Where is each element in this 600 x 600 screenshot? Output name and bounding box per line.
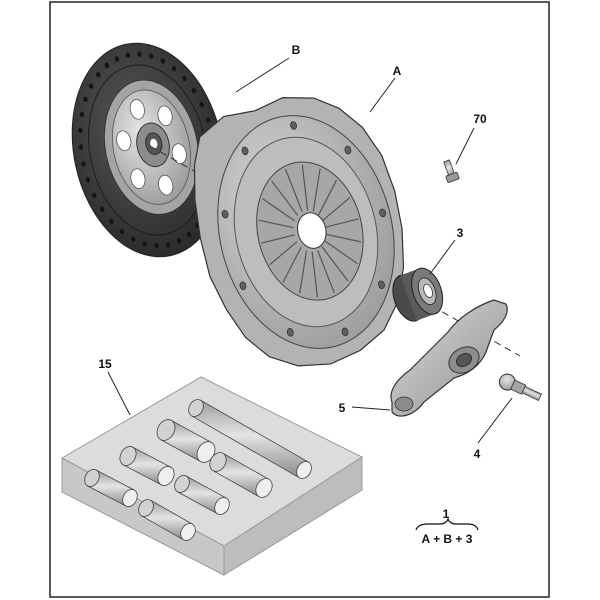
diaphragm-finger	[325, 218, 359, 228]
rivet-hole	[109, 218, 114, 225]
label-3: 3	[457, 226, 464, 240]
rivet-hole	[171, 65, 177, 72]
rivet-hole	[125, 52, 131, 58]
damper-window	[116, 130, 132, 152]
rivet-hole	[154, 243, 159, 249]
diaphragm-finger	[284, 168, 303, 212]
diaphragm-finger	[318, 179, 338, 216]
rivet-hole	[99, 206, 105, 213]
sleeve	[156, 419, 216, 463]
mounting-hole	[241, 146, 249, 156]
cover-mounting-holes	[221, 121, 387, 337]
label-5: 5	[339, 401, 346, 415]
mounting-hole	[379, 208, 387, 218]
rivet-hole	[182, 75, 187, 82]
rivet-hole	[186, 231, 192, 238]
diaphragm-finger	[271, 180, 299, 216]
rivet-hole	[165, 242, 171, 248]
label-15: 15	[98, 357, 112, 371]
mounting-hole	[290, 121, 297, 130]
sleeve	[174, 475, 230, 515]
label-4: 4	[474, 447, 481, 461]
kit-formula: 1 A + B + 3	[415, 507, 479, 546]
label-70: 70	[473, 112, 487, 126]
diaphragm-finger	[321, 246, 349, 282]
sleeves	[84, 399, 312, 541]
mounting-hole	[286, 328, 294, 337]
rivet-hole	[79, 111, 85, 118]
sleeve	[138, 499, 196, 541]
sleeve	[188, 399, 312, 479]
rivet-hole	[148, 53, 154, 59]
rivet-hole	[78, 144, 84, 150]
diaphragm-finger	[282, 246, 302, 283]
damper-window	[157, 105, 173, 127]
rivet-hole	[130, 236, 136, 242]
diaphragm-finger	[269, 241, 298, 266]
diaphragm-finger	[301, 164, 309, 211]
formula-top: 1	[443, 507, 450, 521]
rivet-hole	[176, 238, 182, 244]
label-B: B	[292, 43, 301, 57]
rivet-hole	[88, 83, 94, 89]
rivet-hole	[199, 101, 204, 108]
sleeve	[119, 446, 175, 486]
mounting-hole	[378, 280, 385, 289]
mounting-hole	[221, 209, 229, 219]
sleeve-kit-box	[60, 376, 364, 576]
rivet-hole	[191, 87, 197, 94]
damper-window	[130, 168, 146, 189]
rivet-hole	[119, 228, 125, 235]
bolt-70	[443, 159, 460, 183]
rivet-hole	[85, 177, 91, 183]
damper-window	[129, 99, 145, 120]
damper-windows	[116, 99, 187, 196]
diaphragm-finger	[326, 233, 362, 243]
formula-brace	[415, 517, 479, 531]
sleeve	[84, 469, 138, 507]
rivet-hole	[142, 241, 148, 247]
rivet-hole	[137, 51, 142, 57]
diaphragm-finger	[312, 168, 321, 212]
rivet-hole	[83, 96, 88, 103]
rivet-hole	[160, 58, 166, 64]
damper-window	[171, 143, 187, 164]
release-bearing	[392, 267, 444, 322]
rivet-hole	[92, 192, 97, 199]
formula-bottom: A + B + 3	[422, 532, 473, 546]
release-fork	[390, 299, 508, 417]
diaphragm-finger	[311, 251, 319, 298]
pressure-plate	[193, 97, 405, 367]
diaphragm-finger	[258, 219, 294, 229]
diaphragm-finger	[322, 196, 351, 221]
diaphragm-finger	[261, 197, 296, 222]
pivot-stud	[498, 373, 542, 402]
sleeve	[209, 452, 273, 498]
diaphragm-fingers	[258, 164, 362, 298]
damper-window	[158, 174, 174, 196]
rivet-hole	[104, 62, 110, 69]
diaphragm-finger	[324, 240, 358, 265]
mounting-hole	[341, 327, 349, 337]
rivet-hole	[78, 127, 83, 134]
rivet-hole	[81, 160, 86, 167]
diaphragm-finger	[299, 250, 308, 294]
mounting-hole	[344, 145, 352, 155]
diaphragm-finger	[261, 234, 295, 244]
rivet-hole	[96, 71, 101, 78]
leader-lines	[107, 57, 513, 444]
rivet-hole	[114, 56, 120, 62]
diaphragm-finger	[317, 250, 335, 294]
rivet-hole	[205, 117, 211, 123]
label-A: A	[393, 64, 402, 78]
mounting-hole	[239, 281, 247, 291]
